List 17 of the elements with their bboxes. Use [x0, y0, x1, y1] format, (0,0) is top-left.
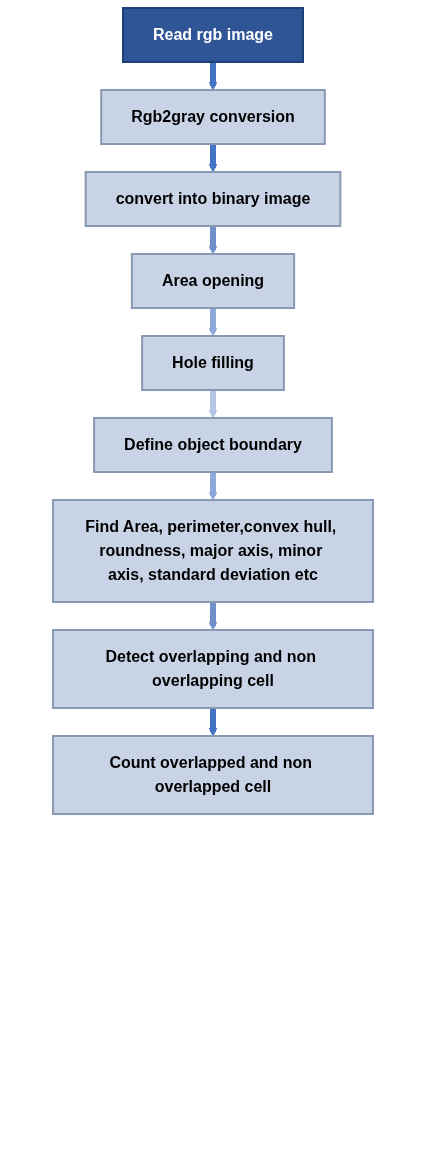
node-box: Hole filling — [140, 335, 285, 391]
node-box: Rgb2gray conversion — [99, 89, 326, 145]
arrow — [208, 307, 217, 337]
arrow — [208, 225, 217, 255]
node-box: Count overlapped and non overlapped cell — [51, 735, 374, 815]
node-box: convert into binary image — [84, 171, 341, 227]
node-box: Read rgb image — [121, 7, 304, 63]
arrow — [208, 143, 217, 173]
node-box: Define object boundary — [92, 417, 333, 473]
arrow — [208, 389, 217, 419]
arrow — [208, 61, 217, 91]
arrow — [208, 707, 217, 737]
node-box: Find Area, perimeter,convex hull, roundness, major axis, minor axis, standard deviation etc — [51, 499, 374, 603]
node-box: Area opening — [130, 253, 295, 309]
node-box: Detect overlapping and non overlapping cell — [51, 629, 374, 709]
arrow — [208, 471, 217, 501]
arrow — [208, 601, 217, 631]
